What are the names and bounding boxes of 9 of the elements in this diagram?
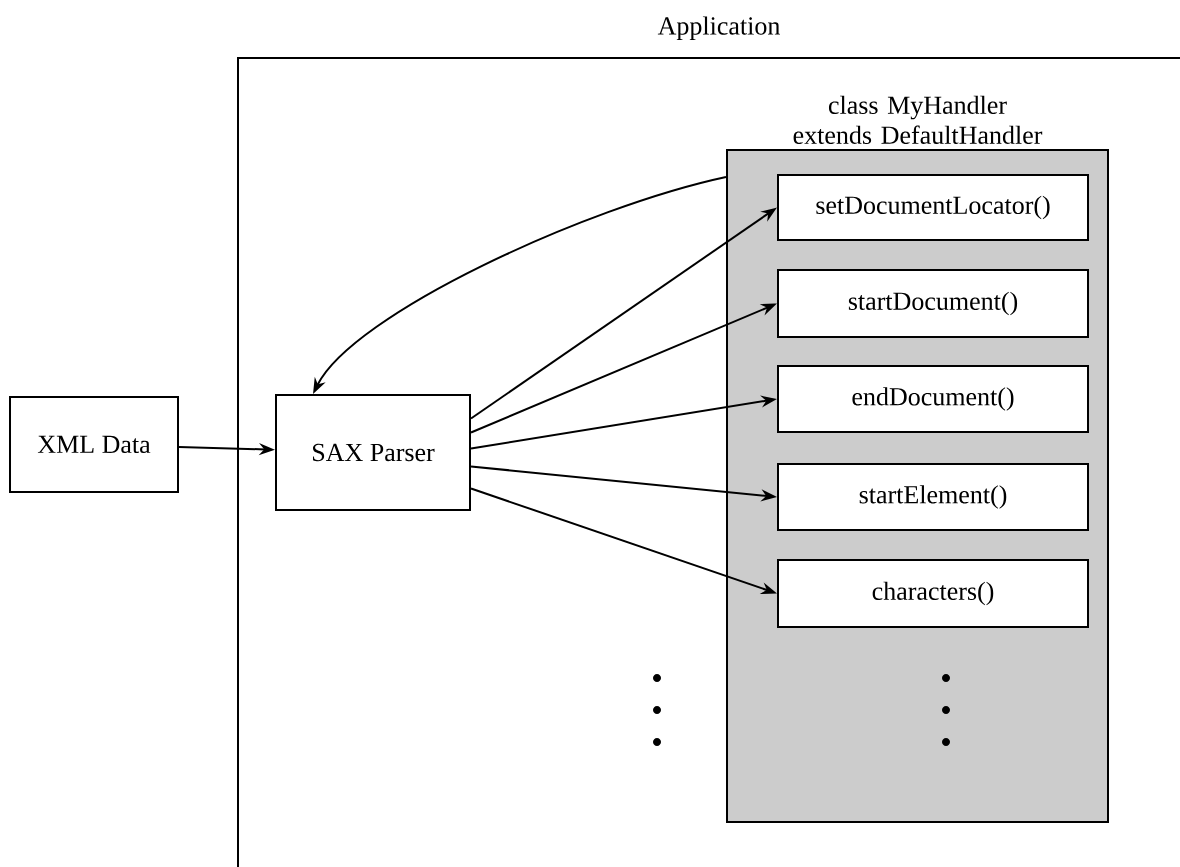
method-box: startElement() bbox=[777, 463, 1089, 531]
method-box: setDocumentLocator() bbox=[777, 174, 1089, 241]
method-box: startDocument() bbox=[777, 269, 1089, 338]
parser-box: SAX Parser bbox=[275, 394, 471, 511]
method-box: endDocument() bbox=[777, 365, 1089, 433]
method-box: characters() bbox=[777, 559, 1089, 628]
node-label: class MyHandler extends DefaultHandler bbox=[793, 95, 1043, 144]
data-box: XML Data bbox=[9, 396, 179, 493]
node-label: Application bbox=[657, 16, 780, 40]
